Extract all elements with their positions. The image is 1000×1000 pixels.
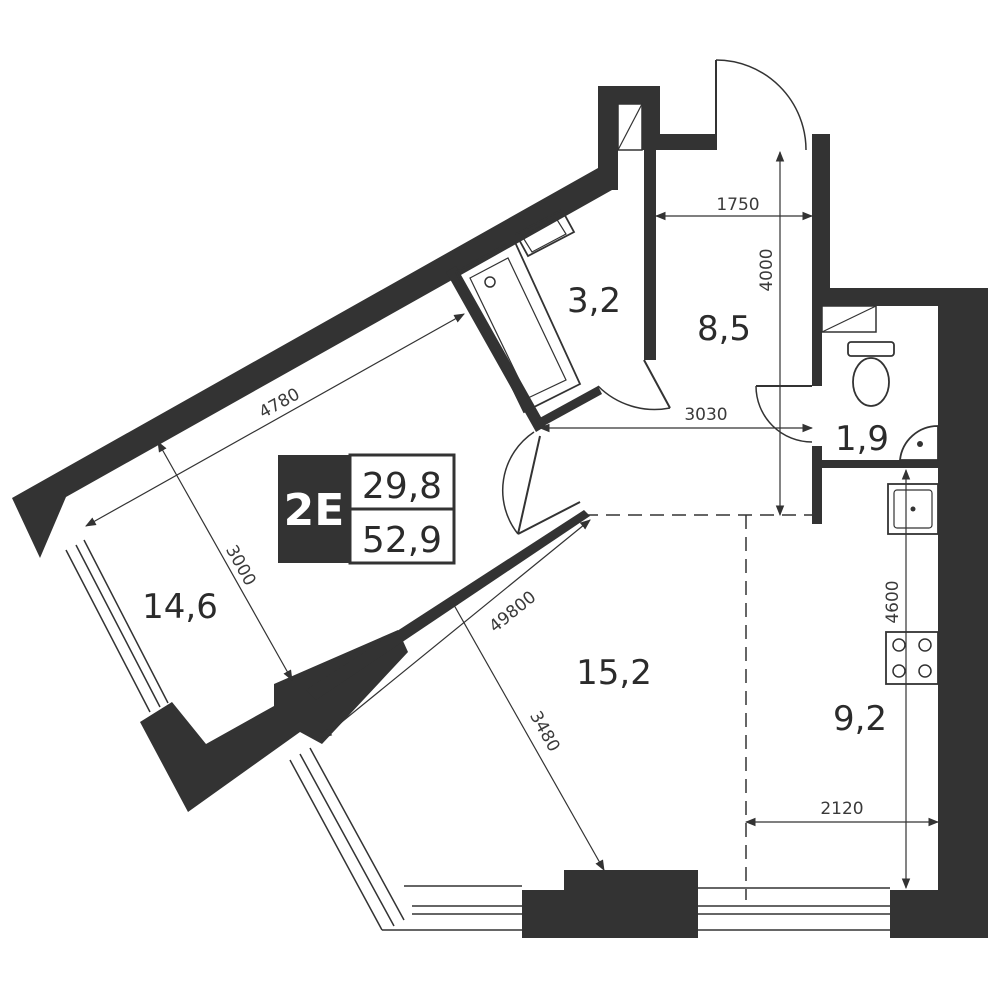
dim-line-living-width: [449, 597, 605, 871]
area-bathroom: 3,2: [567, 281, 621, 321]
total-area-value: 52,9: [362, 520, 442, 561]
area-wc: 1,9: [835, 419, 889, 459]
dim-line-bedroom-width: [157, 441, 293, 681]
area-hallway: 8,5: [697, 309, 751, 349]
wall-diagonal-top: [12, 168, 612, 558]
windows: [65, 539, 890, 931]
bedroom-door: [501, 431, 581, 535]
toilet-icon: [847, 341, 895, 407]
dim-hall-length: 4000: [757, 248, 777, 291]
window-living-bottom: [412, 905, 522, 915]
bathroom-door: [597, 359, 671, 411]
apartment-badge: 2E 29,8 52,9: [278, 453, 456, 565]
doors: [501, 59, 813, 535]
zone-dividers: [584, 514, 812, 900]
wall-right-outer: [938, 288, 988, 936]
wall-wc-left-lower: [812, 446, 822, 524]
wall-entry-right: [812, 134, 830, 300]
dim-line-bedroom-length: [85, 313, 465, 527]
badge-type-box: [278, 455, 350, 563]
apartment-type-code: 2E: [284, 485, 345, 536]
kitchen-sink-icon: [887, 483, 939, 535]
dim-kitchen-width: 2120: [820, 799, 863, 819]
room-labels: 3,2 8,5 1,9 14,6 15,2 9,2: [142, 281, 889, 739]
exterior-walls: [12, 86, 988, 938]
fixtures: [454, 103, 939, 685]
dim-kitchen-length: 4600: [883, 580, 903, 623]
dim-living-width: 3480: [525, 708, 563, 756]
wall-wc-left: [812, 300, 822, 386]
wall-shaft-left: [598, 86, 618, 190]
stove-icon: [885, 631, 939, 685]
bathtub-icon: [454, 238, 582, 414]
area-bedroom: 14,6: [142, 587, 218, 627]
dim-living-length: 49800: [486, 587, 541, 637]
wall-entry-left: [642, 134, 716, 150]
entry-door: [715, 59, 807, 151]
wall-bath-bottom: [536, 386, 602, 428]
wc-sink-icon: [898, 425, 939, 461]
window-living-left: [289, 747, 522, 931]
bathroom-sink-icon: [514, 208, 576, 258]
dim-hall-width: 1750: [716, 195, 759, 215]
wall-hall-bath: [644, 150, 656, 360]
wall-bottom-mid: [522, 870, 698, 938]
wc-door: [755, 385, 813, 443]
wc-cabinet-icon: [821, 305, 877, 333]
wall-bottom-right: [890, 890, 988, 938]
dim-corridor-length: 3030: [684, 405, 727, 425]
dimension-lines: [85, 150, 940, 890]
wall-wc-bottom: [822, 460, 938, 468]
wall-bedroom-bath: [446, 266, 546, 432]
area-kitchen: 9,2: [833, 699, 887, 739]
window-bedroom: [65, 539, 169, 713]
shaft-icon: [617, 103, 643, 151]
living-area-value: 29,8: [362, 466, 442, 507]
area-living-room: 15,2: [576, 653, 652, 693]
window-kitchen-bottom: [698, 887, 890, 931]
